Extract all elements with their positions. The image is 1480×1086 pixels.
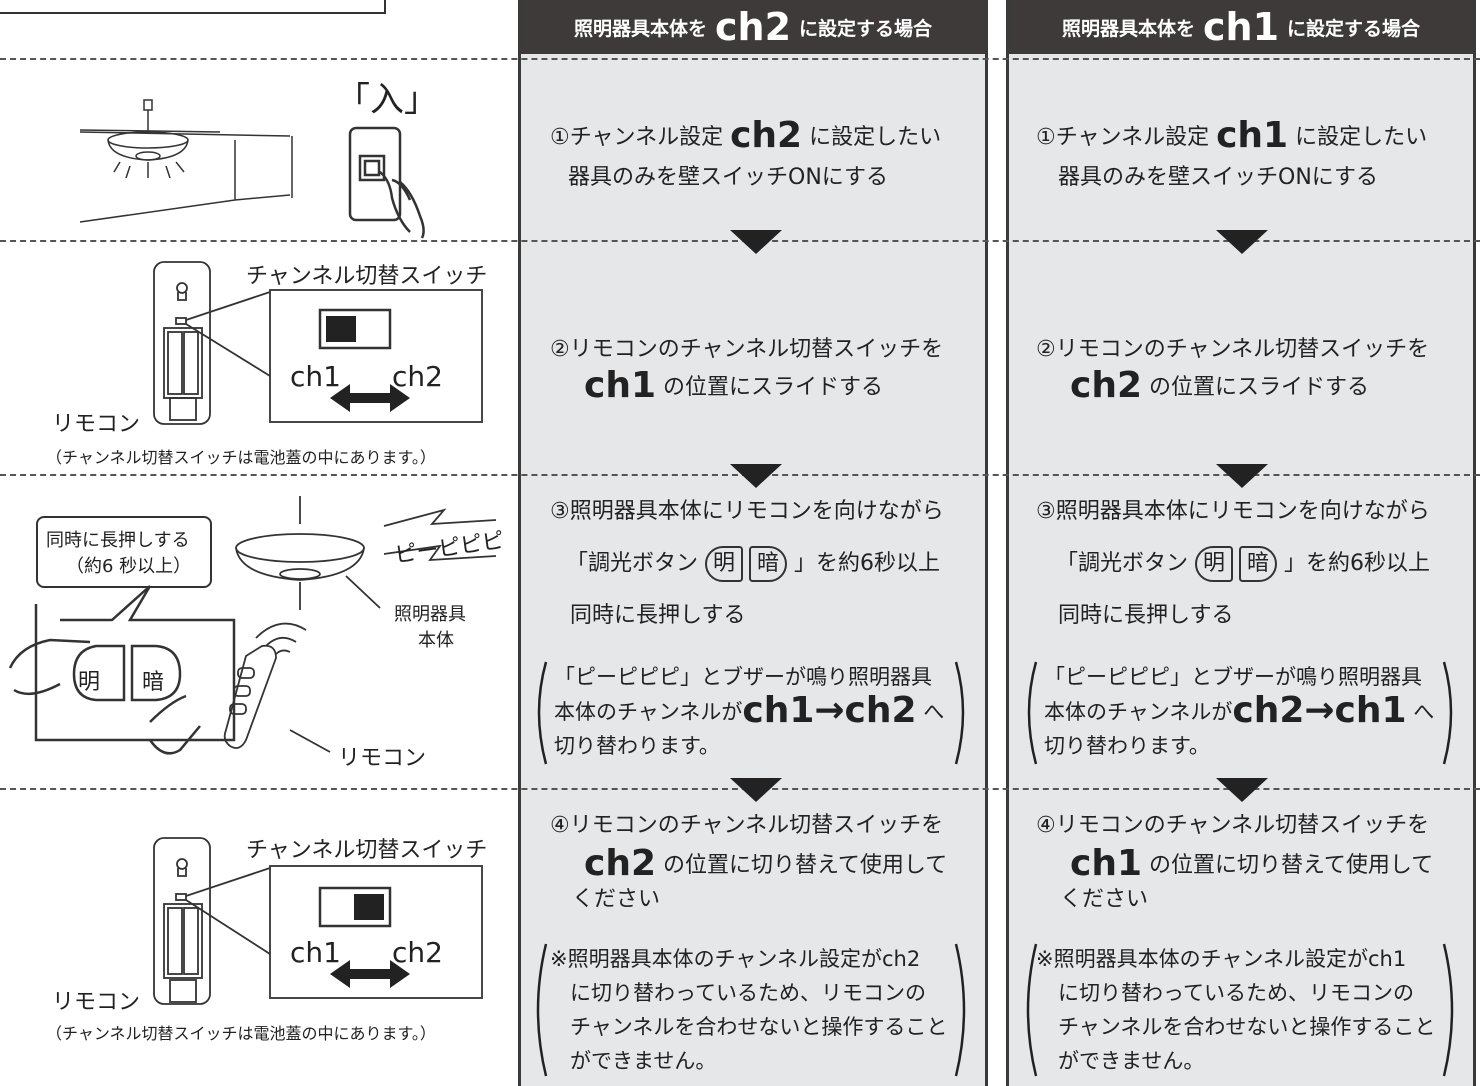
left-bracket-icon: [537, 661, 548, 765]
header-text: 照明器具本体を: [573, 17, 707, 40]
dark-button-icon: 暗: [749, 546, 788, 582]
column-header: 照明器具本体を ch2 に設定する場合: [521, 0, 985, 54]
remote-back-illustration-2: [153, 837, 483, 1005]
step2-line2: ch2 の位置にスライドする: [1070, 365, 1370, 406]
left-bracket-icon: [1026, 943, 1038, 1077]
note3: 「ピーピピピ」とブザーが鳴り照明器具 本体のチャンネルがch1→ch2 へ 切り…: [554, 665, 945, 758]
press-bubble: [36, 516, 212, 588]
right-bracket-icon: [954, 661, 965, 765]
press-bubble-line2: （約6 秒以上）: [66, 556, 192, 577]
switch-knob-right: [354, 894, 384, 920]
right-bracket-icon: [1442, 661, 1453, 765]
note3: 「ピーピピピ」とブザーが鳴り照明器具 本体のチャンネルがch2→ch1 へ 切り…: [1044, 665, 1435, 758]
remote-label-2: リモコン: [338, 746, 427, 771]
ch1-label-2: ch1: [290, 936, 341, 969]
press-bubble-line1: 同時に長押しする: [46, 530, 190, 551]
note4: ※照明器具本体のチャンネル設定がch1 に切り替わっているため、リモコンの チャ…: [1036, 947, 1436, 1073]
remote-note: （チャンネル切替スイッチは電池蓋の中にあります。）: [46, 448, 436, 467]
right-bracket-icon: [1442, 943, 1454, 1077]
right-bracket-icon: [954, 943, 966, 1077]
step1: ①チャンネル設定 ch1 に設定したい: [1036, 115, 1428, 156]
down-arrow-icon: [730, 230, 782, 254]
left-bracket-icon: [536, 943, 548, 1077]
step4-line2: ch1 の位置に切り替えて使用して: [1070, 843, 1434, 884]
ch1-label: ch1: [290, 360, 341, 393]
remote-back-illustration: [153, 261, 483, 425]
step3: ③照明器具本体にリモコンを向けながら: [1036, 499, 1430, 524]
remote-note-2: （チャンネル切替スイッチは電池蓋の中にあります。）: [46, 1024, 436, 1043]
btn-dark-icon: 暗: [142, 670, 165, 695]
step2: ②リモコンのチャンネル切替スイッチを: [550, 337, 944, 362]
column-ch1: 照明器具本体を ch1 に設定する場合: [1006, 0, 1476, 1086]
fixture-label-2: 本体: [418, 630, 454, 651]
switch-on-label: 「入」: [336, 80, 438, 120]
row-divider: [0, 58, 1480, 60]
switch-knob-left: [326, 316, 356, 342]
step2-line2: ch1 の位置にスライドする: [584, 365, 884, 406]
btn-bright-icon: 明: [78, 670, 101, 695]
bright-button-icon: 明: [705, 546, 744, 582]
step4: ④リモコンのチャンネル切替スイッチを: [1036, 813, 1430, 838]
remote-label-3: リモコン: [52, 990, 141, 1015]
ch2-label-2: ch2: [392, 936, 443, 969]
step3-line3: 同時に長押しする: [570, 603, 746, 628]
step1-line2: 器具のみを壁スイッチONにする: [568, 165, 888, 190]
header-text: 照明器具本体を: [1061, 17, 1195, 40]
step1-line2: 器具のみを壁スイッチONにする: [1058, 165, 1378, 190]
down-arrow-icon: [730, 464, 782, 488]
step3: ③照明器具本体にリモコンを向けながら: [550, 499, 944, 524]
note4: ※照明器具本体のチャンネル設定がch2 に切り替わっているため、リモコンの チャ…: [550, 947, 948, 1073]
left-bracket-icon: [1027, 661, 1038, 765]
ch2-label: ch2: [392, 360, 443, 393]
press-illustration: [8, 496, 497, 755]
channel-switch-label: チャンネル切替スイッチ: [246, 264, 488, 289]
step3-line2: 「調光ボタン 明暗 」を約6秒以上: [566, 546, 940, 582]
step4-line3: ください: [572, 887, 661, 912]
header-channel: ch1: [1202, 5, 1280, 49]
fixture-label-1: 照明器具: [394, 604, 466, 625]
down-arrow-icon: [730, 778, 782, 802]
top-frame: [0, 0, 386, 14]
down-arrow-icon: [1216, 230, 1268, 254]
header-text: に設定する場合: [1287, 17, 1421, 40]
header-channel: ch2: [714, 5, 792, 49]
down-arrow-icon: [1216, 464, 1268, 488]
wall-switch-illustration: [348, 126, 425, 239]
channel-switch-label-2: チャンネル切替スイッチ: [246, 838, 488, 863]
column-ch2: 照明器具本体を ch2 に設定する場合: [518, 0, 988, 1086]
step1: ①チャンネル設定 ch2 に設定したい: [550, 115, 942, 156]
ceiling-fan-illustration: [79, 99, 293, 223]
step3-line2: 「調光ボタン 明暗 」を約6秒以上: [1056, 546, 1430, 582]
remote-label: リモコン: [52, 412, 141, 437]
step2: ②リモコンのチャンネル切替スイッチを: [1036, 337, 1430, 362]
down-arrow-icon: [1216, 778, 1268, 802]
step4-line2: ch2 の位置に切り替えて使用して: [584, 843, 948, 884]
step4-line3: ください: [1060, 887, 1149, 912]
bright-button-icon: 明: [1195, 546, 1234, 582]
dark-button-icon: 暗: [1239, 546, 1278, 582]
column-header: 照明器具本体を ch1 に設定する場合: [1009, 0, 1473, 54]
step4: ④リモコンのチャンネル切替スイッチを: [550, 813, 944, 838]
step3-line3: 同時に長押しする: [1058, 603, 1234, 628]
header-text: に設定する場合: [799, 17, 933, 40]
